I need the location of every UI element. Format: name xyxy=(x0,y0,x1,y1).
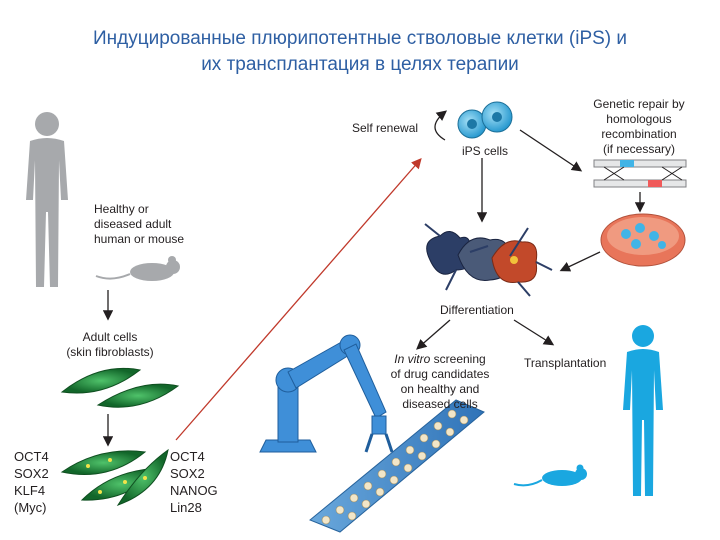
mouse-grey-icon xyxy=(95,256,180,281)
self-renewal-label: Self renewal xyxy=(352,121,419,135)
healthy-label: Healthy or diseased adult human or mouse xyxy=(94,202,185,246)
factors-right-list: OCT4 SOX2 NANOG Lin28 xyxy=(170,449,218,515)
page-title: Индуцированные плюрипотентные стволовые … xyxy=(0,26,720,78)
differentiated-cells-icon xyxy=(424,223,553,297)
fibroblast-cells xyxy=(60,367,180,408)
differentiation-label: Differentiation xyxy=(440,303,514,317)
arrow-petri-to-differentiated xyxy=(559,251,601,272)
petri-dish-icon xyxy=(600,213,686,267)
arrow-to-transplantation xyxy=(513,319,555,346)
screening-well-plate xyxy=(309,399,485,533)
dna-recombination-diagram xyxy=(593,159,687,188)
human-silhouette-blue-icon xyxy=(623,325,663,496)
reprogramming-arrow xyxy=(175,158,422,441)
robot-arm-icon xyxy=(259,334,394,453)
factors-left-list: OCT4 SOX2 KLF4 (Myc) xyxy=(14,449,49,515)
title-line-2: их трансплантация в целях терапии xyxy=(201,54,519,75)
human-silhouette-grey-icon xyxy=(26,112,68,287)
in-vitro-screening-label: In vitro screening of drug candidates on… xyxy=(390,352,490,411)
mouse-blue-icon xyxy=(513,464,587,487)
title-line-1: Индуцированные плюрипотентные стволовые … xyxy=(92,28,628,49)
ips-cells-icon xyxy=(457,101,513,139)
genetic-repair-label: Genetic repair by homologous recombinati… xyxy=(593,97,685,156)
adult-cells-label: Adult cells (skin fibroblasts) xyxy=(66,330,154,359)
reprogrammed-cells xyxy=(60,448,169,506)
arrow-to-in-vitro-screening xyxy=(416,319,451,350)
transplantation-label: Transplantation xyxy=(524,356,607,370)
arrow-to-genetic-repair xyxy=(519,129,583,172)
ips-cells-label: iPS cells xyxy=(462,144,509,158)
self-renewal-arrow xyxy=(434,110,448,141)
